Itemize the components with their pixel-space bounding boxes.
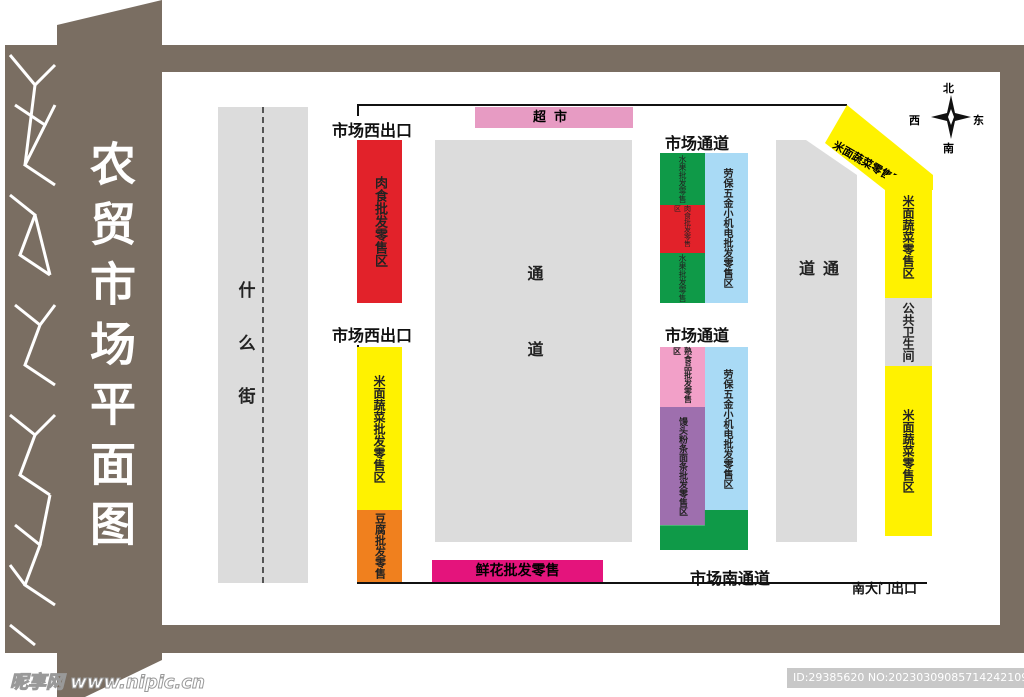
zone-grain-right-top: 米面蔬菜零售区 <box>885 175 932 298</box>
south-channel: 市场南通道 <box>690 569 771 588</box>
compass-star-icon <box>931 95 971 139</box>
west-exit-top: 市场西出口 <box>332 121 413 140</box>
page-title: 农贸市场平面图 <box>83 140 137 560</box>
corridor-left: 通道 <box>435 140 632 542</box>
zone-supermarket: 超市 <box>475 107 633 128</box>
west-exit-mid: 市场西出口 <box>332 326 413 345</box>
zone-fruit-2: 水果批发零售 <box>660 253 705 303</box>
boundary-bottom <box>357 582 927 584</box>
compass: 北 南 西 东 <box>905 80 995 155</box>
lattice-decoration <box>5 45 60 653</box>
channel-mid: 市场通道 <box>665 326 730 345</box>
compass-north: 北 <box>943 82 954 95</box>
zone-toilet: 公共卫生间 <box>885 298 932 366</box>
zone-fruit-1: 水果批发零售 <box>660 153 705 205</box>
street-label: 什么街 <box>234 280 255 440</box>
title-banner <box>57 0 162 697</box>
zone-grain-left: 米面蔬菜批发零售区 <box>357 347 402 510</box>
channel-top: 市场通道 <box>665 134 730 153</box>
corridor-right-shape <box>776 140 857 542</box>
watermark-id: ID:29385620 NO:20230309085714242109 <box>787 668 1024 688</box>
zone-hardware-2: 劳保五金小机电批发零售区 <box>705 347 748 510</box>
zone-cooked: 熟食品批发零售区 <box>660 347 705 407</box>
zone-flowers: 鲜花批发零售 <box>432 560 603 582</box>
zone-meat: 肉食批发零售区 <box>357 140 402 303</box>
zone-noodles: 馒头粉条面条批发零售区 <box>660 407 705 525</box>
street-centerline <box>262 107 264 583</box>
south-gate: 南大门出口 <box>852 582 918 597</box>
zone-grain-right-bottom: 米面蔬菜零售区 <box>885 366 932 536</box>
zone-tofu: 豆腐批发零售 <box>357 510 402 582</box>
compass-west: 西 <box>909 114 920 127</box>
zone-grain-ne-shape <box>825 105 933 190</box>
watermark-logo: 昵享网 www.nipic.cn <box>10 672 206 694</box>
compass-east: 东 <box>973 114 984 127</box>
zone-meat-small: 肉食批发零售区 <box>660 205 705 253</box>
compass-south: 南 <box>943 142 954 155</box>
corridor-right: 通道 <box>796 260 839 336</box>
boundary-left-top <box>357 104 359 116</box>
boundary-top <box>357 104 847 106</box>
zone-hardware-1: 劳保五金小机电批发零售区 <box>705 153 748 303</box>
